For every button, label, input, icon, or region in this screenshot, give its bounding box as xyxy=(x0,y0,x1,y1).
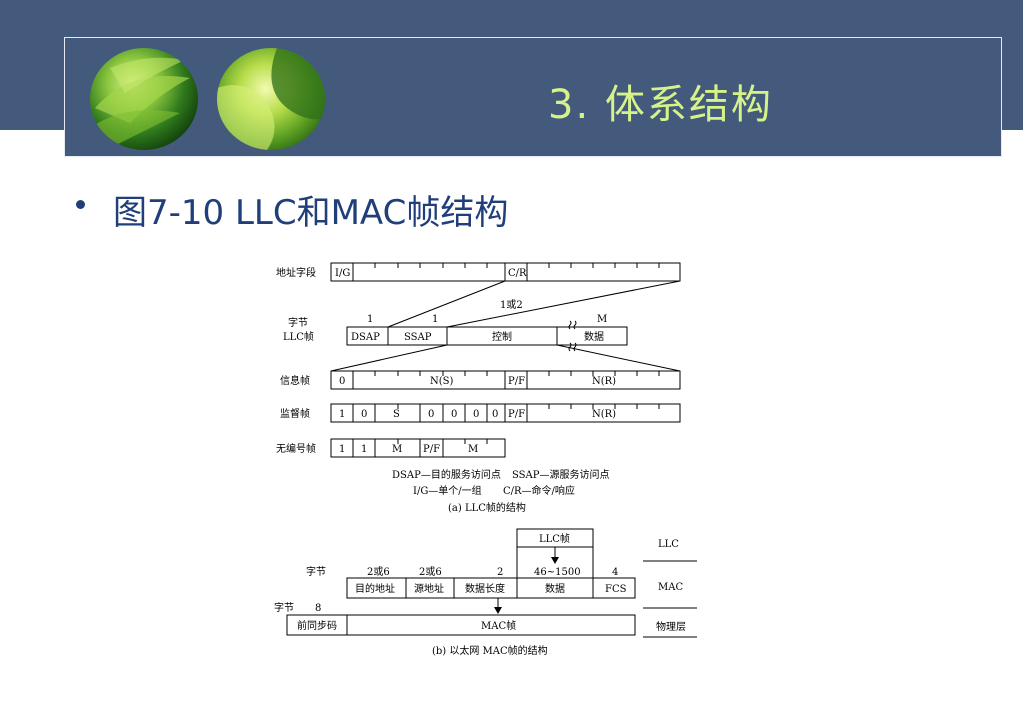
preamble-field: 前同步码 xyxy=(297,619,337,632)
note-cr: C/R—命令/响应 xyxy=(503,484,575,497)
src-addr-field: 源地址 xyxy=(414,582,444,595)
unnum-bit1: 1 xyxy=(339,444,345,455)
slide-title: 3. 体系结构 xyxy=(548,82,773,128)
unnum-m2: M xyxy=(468,444,478,455)
control-field: 控制 xyxy=(492,330,512,343)
byte-label-b2: 字节 xyxy=(274,601,294,614)
preamble-bytes: 8 xyxy=(315,603,321,614)
super-bit5: 0 xyxy=(428,409,434,420)
src-bytes: 2或6 xyxy=(419,566,442,578)
layer-llc: LLC xyxy=(658,539,679,550)
data-bytes: M xyxy=(597,314,607,325)
note-ssap: SSAP—源服务访问点 xyxy=(512,468,609,481)
layer-mac: MAC xyxy=(658,582,683,593)
super-bit1: 1 xyxy=(339,409,345,420)
leaf-orb-image-left xyxy=(90,48,198,150)
super-bit8: 0 xyxy=(492,409,498,420)
unnum-m1: M xyxy=(392,444,402,455)
layer-phy: 物理层 xyxy=(656,620,686,633)
bullet-text: 图7-10 LLC和MAC帧结构 xyxy=(113,193,509,233)
super-bit7: 0 xyxy=(473,409,479,420)
info-bit0: 0 xyxy=(339,376,345,387)
info-pf: P/F xyxy=(508,376,525,387)
data-field: 数据 xyxy=(584,330,604,343)
data-bytes-b: 46~1500 xyxy=(534,567,581,578)
addr-field-label: 地址字段 xyxy=(276,266,316,279)
ssap-bytes: 1 xyxy=(432,314,438,325)
dsap-bytes: 1 xyxy=(367,314,373,325)
unnum-pf: P/F xyxy=(423,444,440,455)
leaf-orb-image-right xyxy=(217,48,325,150)
addr-bytes: 1或2 xyxy=(500,299,523,311)
byte-label-a: 字节 xyxy=(288,316,308,329)
note-dsap: DSAP—目的服务访问点 xyxy=(392,468,501,481)
info-nr: N(R) xyxy=(592,376,616,387)
super-frame-label: 监督帧 xyxy=(280,407,310,420)
break-mark-bottom xyxy=(568,342,577,352)
info-ns: N(S) xyxy=(430,376,454,387)
bullet-dot xyxy=(76,200,85,209)
dest-bytes: 2或6 xyxy=(367,566,390,578)
mac-frame-field: MAC帧 xyxy=(481,619,516,632)
break-mark-top xyxy=(568,320,577,330)
byte-label-b: 字节 xyxy=(306,565,326,578)
len-bytes: 2 xyxy=(497,567,503,578)
dsap-field: DSAP xyxy=(351,332,380,343)
llc-frame-label: LLC帧 xyxy=(283,330,314,343)
super-bit2: 0 xyxy=(361,409,367,420)
dest-addr-field: 目的地址 xyxy=(355,582,395,595)
llc-frame-box: LLC帧 xyxy=(539,532,570,545)
caption-b: (b) 以太网 MAC帧的结构 xyxy=(432,644,548,657)
info-frame-label: 信息帧 xyxy=(280,374,310,387)
unnum-frame-label: 无编号帧 xyxy=(276,442,316,455)
super-nr: N(R) xyxy=(592,409,616,420)
cr-bit: C/R xyxy=(508,268,527,279)
fcs-bytes: 4 xyxy=(612,567,618,578)
data-field-b: 数据 xyxy=(545,582,565,595)
caption-a: (a) LLC帧的结构 xyxy=(448,501,526,514)
super-bit6: 0 xyxy=(451,409,457,420)
fcs-field: FCS xyxy=(605,584,627,595)
length-field: 数据长度 xyxy=(465,582,505,595)
ssap-field: SSAP xyxy=(404,332,432,343)
unnum-bit2: 1 xyxy=(361,444,367,455)
ig-bit: I/G xyxy=(335,268,350,279)
note-ig: I/G—单个/一组 xyxy=(413,484,482,497)
super-pf: P/F xyxy=(508,409,525,420)
super-s: S xyxy=(393,409,400,420)
